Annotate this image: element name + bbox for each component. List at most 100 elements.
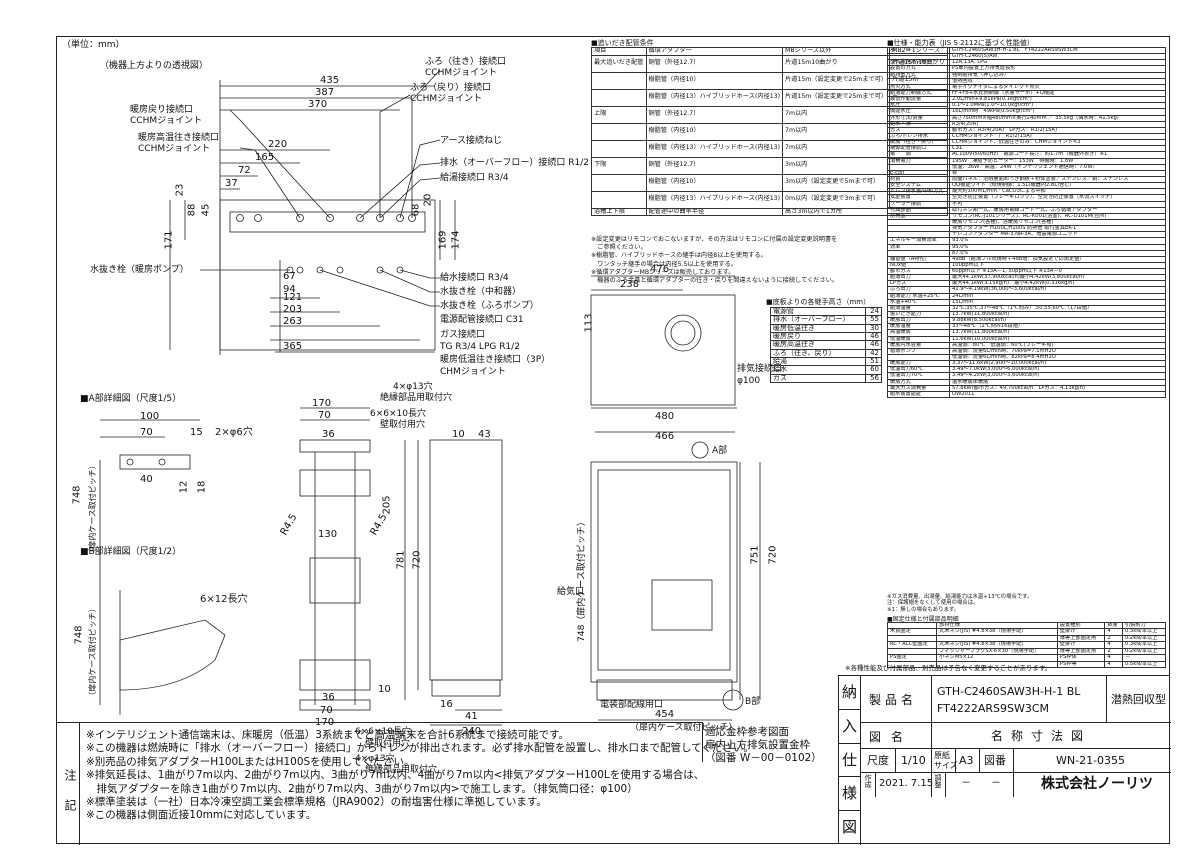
drawing-frame xyxy=(56,36,1170,844)
label-floor-high: 暖房高温往き接続口 xyxy=(138,133,220,143)
detail-a-dim-40: 40 xyxy=(140,474,153,485)
label-water-supply: 給水接続口 R3/4 xyxy=(440,273,509,283)
drawing-name-row: 図名 名称寸法図 xyxy=(861,723,1171,749)
fitting-cell xyxy=(591,71,647,90)
fix-cell: フィッシャープラグSX 6×30（現場手配） xyxy=(936,647,1058,656)
note-line: 排気アダプターを除き1曲がり7m以内、2曲がり7m以内、3曲がり7m以内>で施工… xyxy=(86,782,638,795)
center-dim-10b: 10 xyxy=(378,684,391,695)
detail-a-dim-748: 748 xyxy=(71,485,83,505)
spec-cell-item: ドレン排水量/中和方式 xyxy=(887,188,950,196)
fix-header-cell: 設置種別 xyxy=(1056,621,1106,630)
spec-cell-value: GTH-C2460SAW3H-H-1 BL FT4222ARS9SW3CM xyxy=(949,46,1166,55)
fix-cell: PS枠等 xyxy=(1056,660,1106,669)
fix-cell: 0.3kN/本以上 xyxy=(1121,641,1167,649)
dim-94: 94 xyxy=(283,284,296,295)
label-bath-return: ふろ（戻り）接続口 xyxy=(410,83,492,93)
spec-cell-value: 取付ネジ類一式、暖房用電線コード一式、ふろ循環アダプター xyxy=(949,206,1166,214)
center-dim-70b: 70 xyxy=(320,705,333,716)
product-type: 潜熱回収型 xyxy=(1111,693,1166,706)
dim-165: 165 xyxy=(255,152,275,163)
fitting-note-line: ※循環アダプターMBシリーズは販売しております。 xyxy=(591,268,735,276)
scale-value: 1/10 xyxy=(901,754,926,767)
spec-note-line: ※1：無しの場合もあります。 xyxy=(887,606,960,613)
center-dim-720: 720 xyxy=(411,550,423,570)
fitting-cell: 3m以内（設定変更で5mまで可） xyxy=(782,173,891,192)
front-dim-238: 238 xyxy=(620,279,640,290)
front-view-outline xyxy=(590,461,738,683)
spec-cell-value: OW2011 xyxy=(949,390,1166,399)
spec-cell-value: 前面パネル：溶融亜鉛めっき鋼板＋粉体塗装／ステンレス／銅：ステンレス xyxy=(949,175,1166,184)
fix-table-title: ■固定仕様と付属部品明細 xyxy=(887,616,959,623)
fitting-note-line: ※樹脂管、ハイブリッドホースの継手は内径8以上を使用する。 xyxy=(591,252,767,260)
fitting-cell: 銅管（外径12.7） xyxy=(645,105,784,124)
fitting-col-mb: MBシリーズ以外 xyxy=(782,47,891,56)
fix-cell: 壁掛け xyxy=(1056,641,1106,649)
title-block-side: 納 入 仕 様 図 xyxy=(839,676,861,845)
rev-value-2: － xyxy=(991,778,1001,789)
fitting-table-title: ■追いだき配管条件 xyxy=(591,39,654,47)
intake-label: 給気口 xyxy=(557,587,585,597)
unit-top-panel xyxy=(229,211,426,233)
spec-cell-value: AC100V(50/60Hz) 電源コード長さ：約1.7m（機器外表き）※1 xyxy=(949,151,1166,159)
spec-cell-value: 排気アダプター H100L,H100S 防熱管 取付金具EK-1 xyxy=(949,225,1166,233)
note-line: ※別売品の排気アダプターH100LまたはH100Sを使用してください。 xyxy=(86,755,415,768)
label-floor-return: 暖房戻り接続口 xyxy=(130,105,194,115)
fix-cell: PS固定 xyxy=(886,654,938,662)
fitting-header-adapter: 循環アダプター xyxy=(645,47,784,56)
fix-cell: 0.3kN/本以上 xyxy=(1121,628,1167,636)
product-row: 製品名 GTH-C2460SAW3H-H-1 BL FT4222ARS9SW3C… xyxy=(861,676,1171,723)
fix-cell: RC・ALC壁固定 xyxy=(886,641,938,649)
title-col-1: 入 xyxy=(839,710,860,744)
center-dim-130: 130 xyxy=(318,529,338,540)
fitting-cell: 銅管（外径12.7） xyxy=(645,54,784,73)
fitting-cell: 樹脂管（内径13）ハイブリッドホース(内径13) xyxy=(645,88,784,107)
dim-88: 88 xyxy=(186,203,198,217)
dim-121: 121 xyxy=(283,292,303,303)
product-name-1: GTH-C2460SAW3H-H-1 BL xyxy=(937,685,1081,698)
exhaust-port-front xyxy=(651,579,713,631)
dim-263: 263 xyxy=(283,316,303,327)
dim-203: 203 xyxy=(283,304,303,315)
detail-a-dim-18: 18 xyxy=(196,480,208,494)
height-cell-name: 電源管 xyxy=(770,306,866,317)
dim-72: 72 xyxy=(238,165,251,176)
fitting-cell: 上限 xyxy=(591,105,647,124)
height-cell-value: 30 xyxy=(864,323,883,334)
fitting-cell: 7m以内 xyxy=(782,139,891,158)
dim-45: 45 xyxy=(200,203,212,217)
dim-387: 387 xyxy=(315,87,335,98)
dim-171: 171 xyxy=(163,230,175,250)
scale-label: 尺度 xyxy=(867,754,889,767)
label-floor-low: 暖房低温往き接続口（3P） xyxy=(440,355,551,365)
dim-174: 174 xyxy=(450,230,462,250)
spec-row: 外形寸法/質量高さ750mm×幅480mm×奥行240mm ／ 35.5kg（満… xyxy=(887,114,1166,122)
height-row: ふろ（往き、戻り）42 xyxy=(770,348,883,359)
fix-cell: 木質固定 xyxy=(886,628,938,636)
fitting-note-line: ワンタッチ継手の場合は内径5.5以上を使用する。 xyxy=(591,260,737,268)
spec-cell-value: 57.8kW(都市ガス：49,700kcal/h LPガス：4.13kg/h) xyxy=(949,384,1166,392)
spec-cell-value: 最大44.1kW(3.15kg/h) 最小4.42kW(0.316kg/h) xyxy=(949,280,1166,288)
detail-a-pitch-label: （扉内ケース取付ピッチ） xyxy=(87,461,97,557)
fitting-cell xyxy=(591,139,647,158)
company-name: 株式会社ノーリツ xyxy=(1041,776,1153,792)
dim-67: 67 xyxy=(283,271,296,282)
detail-a-title: ■A部詳細図（尺度1/5） xyxy=(80,394,182,404)
center-dim-781: 781 xyxy=(395,550,407,570)
title-block: 納 入 仕 様 図 製品名 GTH-C2460SAW3H-H-1 BL FT42… xyxy=(838,675,1171,845)
fitting-cell: 最大追いだき配管 xyxy=(591,54,647,73)
front-dim-480: 480 xyxy=(655,411,675,422)
spec-row: 別売品リモコン(RC-J101シリーズ)、RC-K001(浴室)、RC-D101… xyxy=(887,212,1166,220)
detail-a-dim-70: 70 xyxy=(140,427,153,438)
top-view-outline xyxy=(590,294,736,406)
side-view-body xyxy=(429,439,503,681)
dim-365: 365 xyxy=(283,341,303,352)
label-cable: 電源配管接続口 C31 xyxy=(440,315,524,325)
spec-cell-value: テレコンアダプター MA-3,NR-3A、増設電源ユニット xyxy=(949,231,1166,239)
